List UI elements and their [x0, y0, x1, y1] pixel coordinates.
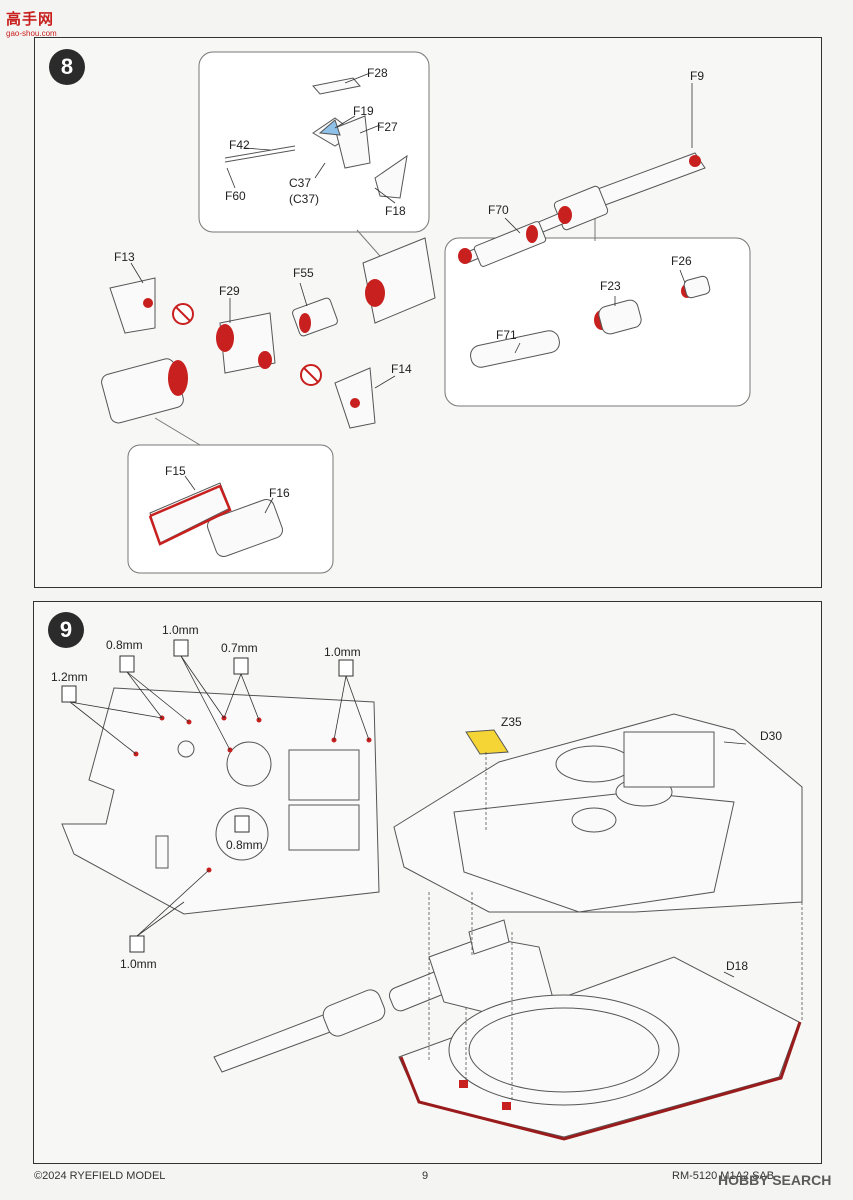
callout-box-mantlet — [198, 51, 430, 233]
no-glue-icons — [172, 303, 322, 386]
drill-label-4: 0.7mm — [221, 641, 258, 655]
drill-label-6: 0.8mm — [226, 838, 263, 852]
part-label-f13: F13 — [114, 250, 135, 264]
footer-copyright: ©2024 RYEFIELD MODEL — [34, 1170, 166, 1182]
drill-label-3: 1.0mm — [162, 623, 199, 637]
turret-shell — [393, 713, 803, 913]
watermark-logo: 高手网 gao-shou.com — [6, 8, 57, 38]
part-label-c37: C37 — [289, 176, 312, 190]
drill-icons — [61, 639, 354, 953]
drill-label-5: 1.0mm — [324, 645, 361, 659]
part-label-f70: F70 — [488, 203, 509, 217]
watermark-url: gao-shou.com — [6, 29, 57, 38]
footer-page-number: 9 — [422, 1170, 429, 1182]
turret-roof-plate — [61, 687, 380, 915]
part-label-c37-alt: (C37) — [289, 192, 320, 206]
part-label-d30: D30 — [760, 729, 783, 743]
drill-label-1: 1.2mm — [51, 670, 88, 684]
gun-and-mantlet — [213, 919, 555, 1073]
decal-z35 — [465, 729, 509, 755]
step-number-badge: 8 — [49, 49, 85, 85]
part-label-f15: F15 — [165, 464, 186, 478]
part-label-f27: F27 — [377, 120, 398, 134]
part-label-f26: F26 — [671, 254, 692, 268]
step-8-drawing — [101, 51, 751, 574]
watermark-chars: 高手网 — [6, 11, 55, 28]
part-label-f60: F60 — [225, 189, 246, 203]
part-label-d18: D18 — [726, 959, 749, 973]
part-label-f23: F23 — [600, 279, 621, 293]
part-label-f16: F16 — [269, 486, 290, 500]
part-label-f14: F14 — [391, 362, 412, 376]
drill-label-2: 0.8mm — [106, 638, 143, 652]
part-label-z35: Z35 — [501, 715, 522, 729]
part-label-f28: F28 — [367, 66, 388, 80]
step-9-drawing — [61, 639, 803, 1141]
part-label-f71: F71 — [496, 328, 517, 342]
step-9-panel: 9 1.2mm 0.8mm 1.0mm 0.7mm 1.0mm 0.8mm 1.… — [33, 601, 822, 1164]
part-label-f55: F55 — [293, 266, 314, 280]
part-label-f9: F9 — [690, 69, 705, 83]
part-label-f18: F18 — [385, 204, 406, 218]
part-label-f42: F42 — [229, 138, 250, 152]
step-number-badge: 9 — [48, 612, 84, 648]
part-label-f19: F19 — [353, 104, 374, 118]
glue-areas — [143, 155, 701, 408]
step-8-panel: 8 F28 F19 F27 F42 F60 C37 (C37) F18 F9 F… — [34, 37, 822, 588]
footer-product-code: RM-5120 M1A2 SAB — [672, 1170, 775, 1182]
part-label-f29: F29 — [219, 284, 240, 298]
turret-bottom — [398, 956, 800, 1138]
footer-brand-watermark: HOBBY SEARCH — [718, 1172, 832, 1188]
drill-label-7: 1.0mm — [120, 957, 157, 971]
